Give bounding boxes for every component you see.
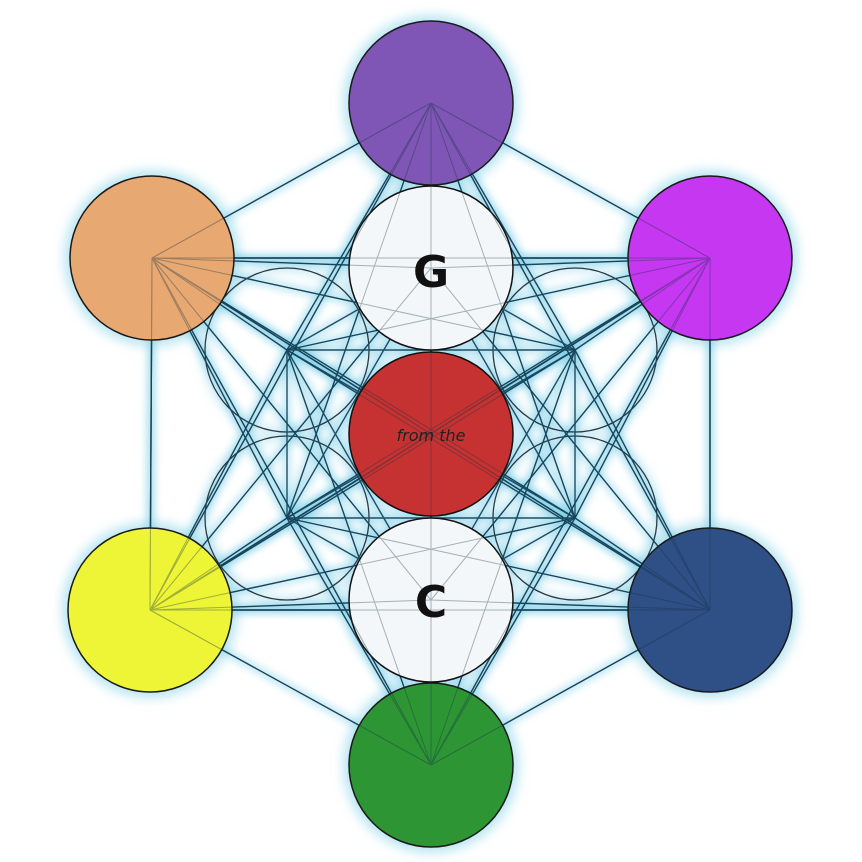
overlay-line — [430, 609, 711, 766]
bottom-white-circle — [348, 517, 514, 683]
overlay-line — [286, 257, 711, 351]
overlay-line — [430, 599, 711, 611]
bottom-circle — [348, 682, 514, 848]
top-white-label: G — [413, 247, 449, 298]
overlay-line — [430, 257, 711, 601]
overlay-line — [151, 257, 432, 766]
overlay-line — [574, 257, 711, 351]
overlay-line — [149, 102, 432, 611]
bottom-white-label: C — [415, 577, 447, 628]
overlay-line — [149, 517, 576, 611]
overlay-line — [149, 349, 576, 611]
upper-left-circle — [69, 175, 235, 341]
top-white-circle — [348, 185, 514, 351]
overlay-line — [430, 102, 711, 611]
overlay-line — [149, 257, 711, 611]
overlay-line — [151, 257, 288, 351]
overlay-line — [286, 102, 432, 519]
outer-circles — [67, 20, 793, 848]
overlay-line — [430, 102, 576, 519]
overlay-line — [574, 349, 711, 611]
overlay-line — [574, 257, 711, 519]
overlay-line — [286, 349, 432, 766]
overlay-line — [430, 102, 576, 351]
overlay-line — [151, 257, 576, 351]
overlay-line — [430, 609, 711, 766]
overlay-line — [430, 349, 576, 766]
overlay-line — [430, 102, 711, 259]
overlay-line — [430, 257, 711, 766]
overlay-line — [151, 257, 288, 519]
overlay-line — [574, 517, 711, 611]
top-circle — [348, 20, 514, 186]
overlay-line — [149, 599, 432, 611]
overlay-line — [151, 257, 432, 601]
overlay-line — [151, 257, 711, 611]
overlay-line — [286, 517, 432, 766]
overlay-line — [151, 257, 432, 269]
overlay-line — [286, 349, 711, 611]
overlay-line — [149, 609, 432, 766]
overlay-line — [151, 102, 432, 259]
overlay-line — [151, 102, 432, 259]
overlay-line — [430, 517, 576, 766]
overlay-line — [430, 267, 711, 611]
overlay-line — [430, 102, 711, 259]
overlay-lines — [149, 102, 711, 766]
overlay-line — [151, 257, 711, 611]
overlay-line — [149, 102, 432, 611]
overlay-line — [286, 102, 432, 351]
overlay-line — [151, 257, 432, 766]
overlay-line — [149, 433, 432, 611]
center-label: from the — [397, 426, 466, 445]
overlay-line — [149, 257, 153, 611]
lower-left-circle — [67, 527, 233, 693]
overlay-line — [149, 267, 432, 611]
overlay-line — [286, 257, 711, 519]
overlay-line — [149, 349, 288, 611]
overlay-line — [149, 257, 711, 611]
lower-right-circle — [627, 527, 793, 693]
overlay-line — [149, 609, 432, 766]
overlay-line — [149, 517, 288, 611]
overlay-line — [151, 257, 432, 435]
overlay-line — [430, 102, 711, 611]
overlay-line — [430, 433, 711, 611]
center-red-circle — [348, 351, 514, 517]
overlay-line — [149, 257, 153, 611]
overlay-line — [430, 257, 711, 766]
overlay-line — [430, 257, 711, 269]
overlay-line — [430, 257, 711, 435]
upper-right-circle — [627, 175, 793, 341]
overlay-line — [286, 517, 711, 611]
overlay-line — [151, 257, 576, 519]
